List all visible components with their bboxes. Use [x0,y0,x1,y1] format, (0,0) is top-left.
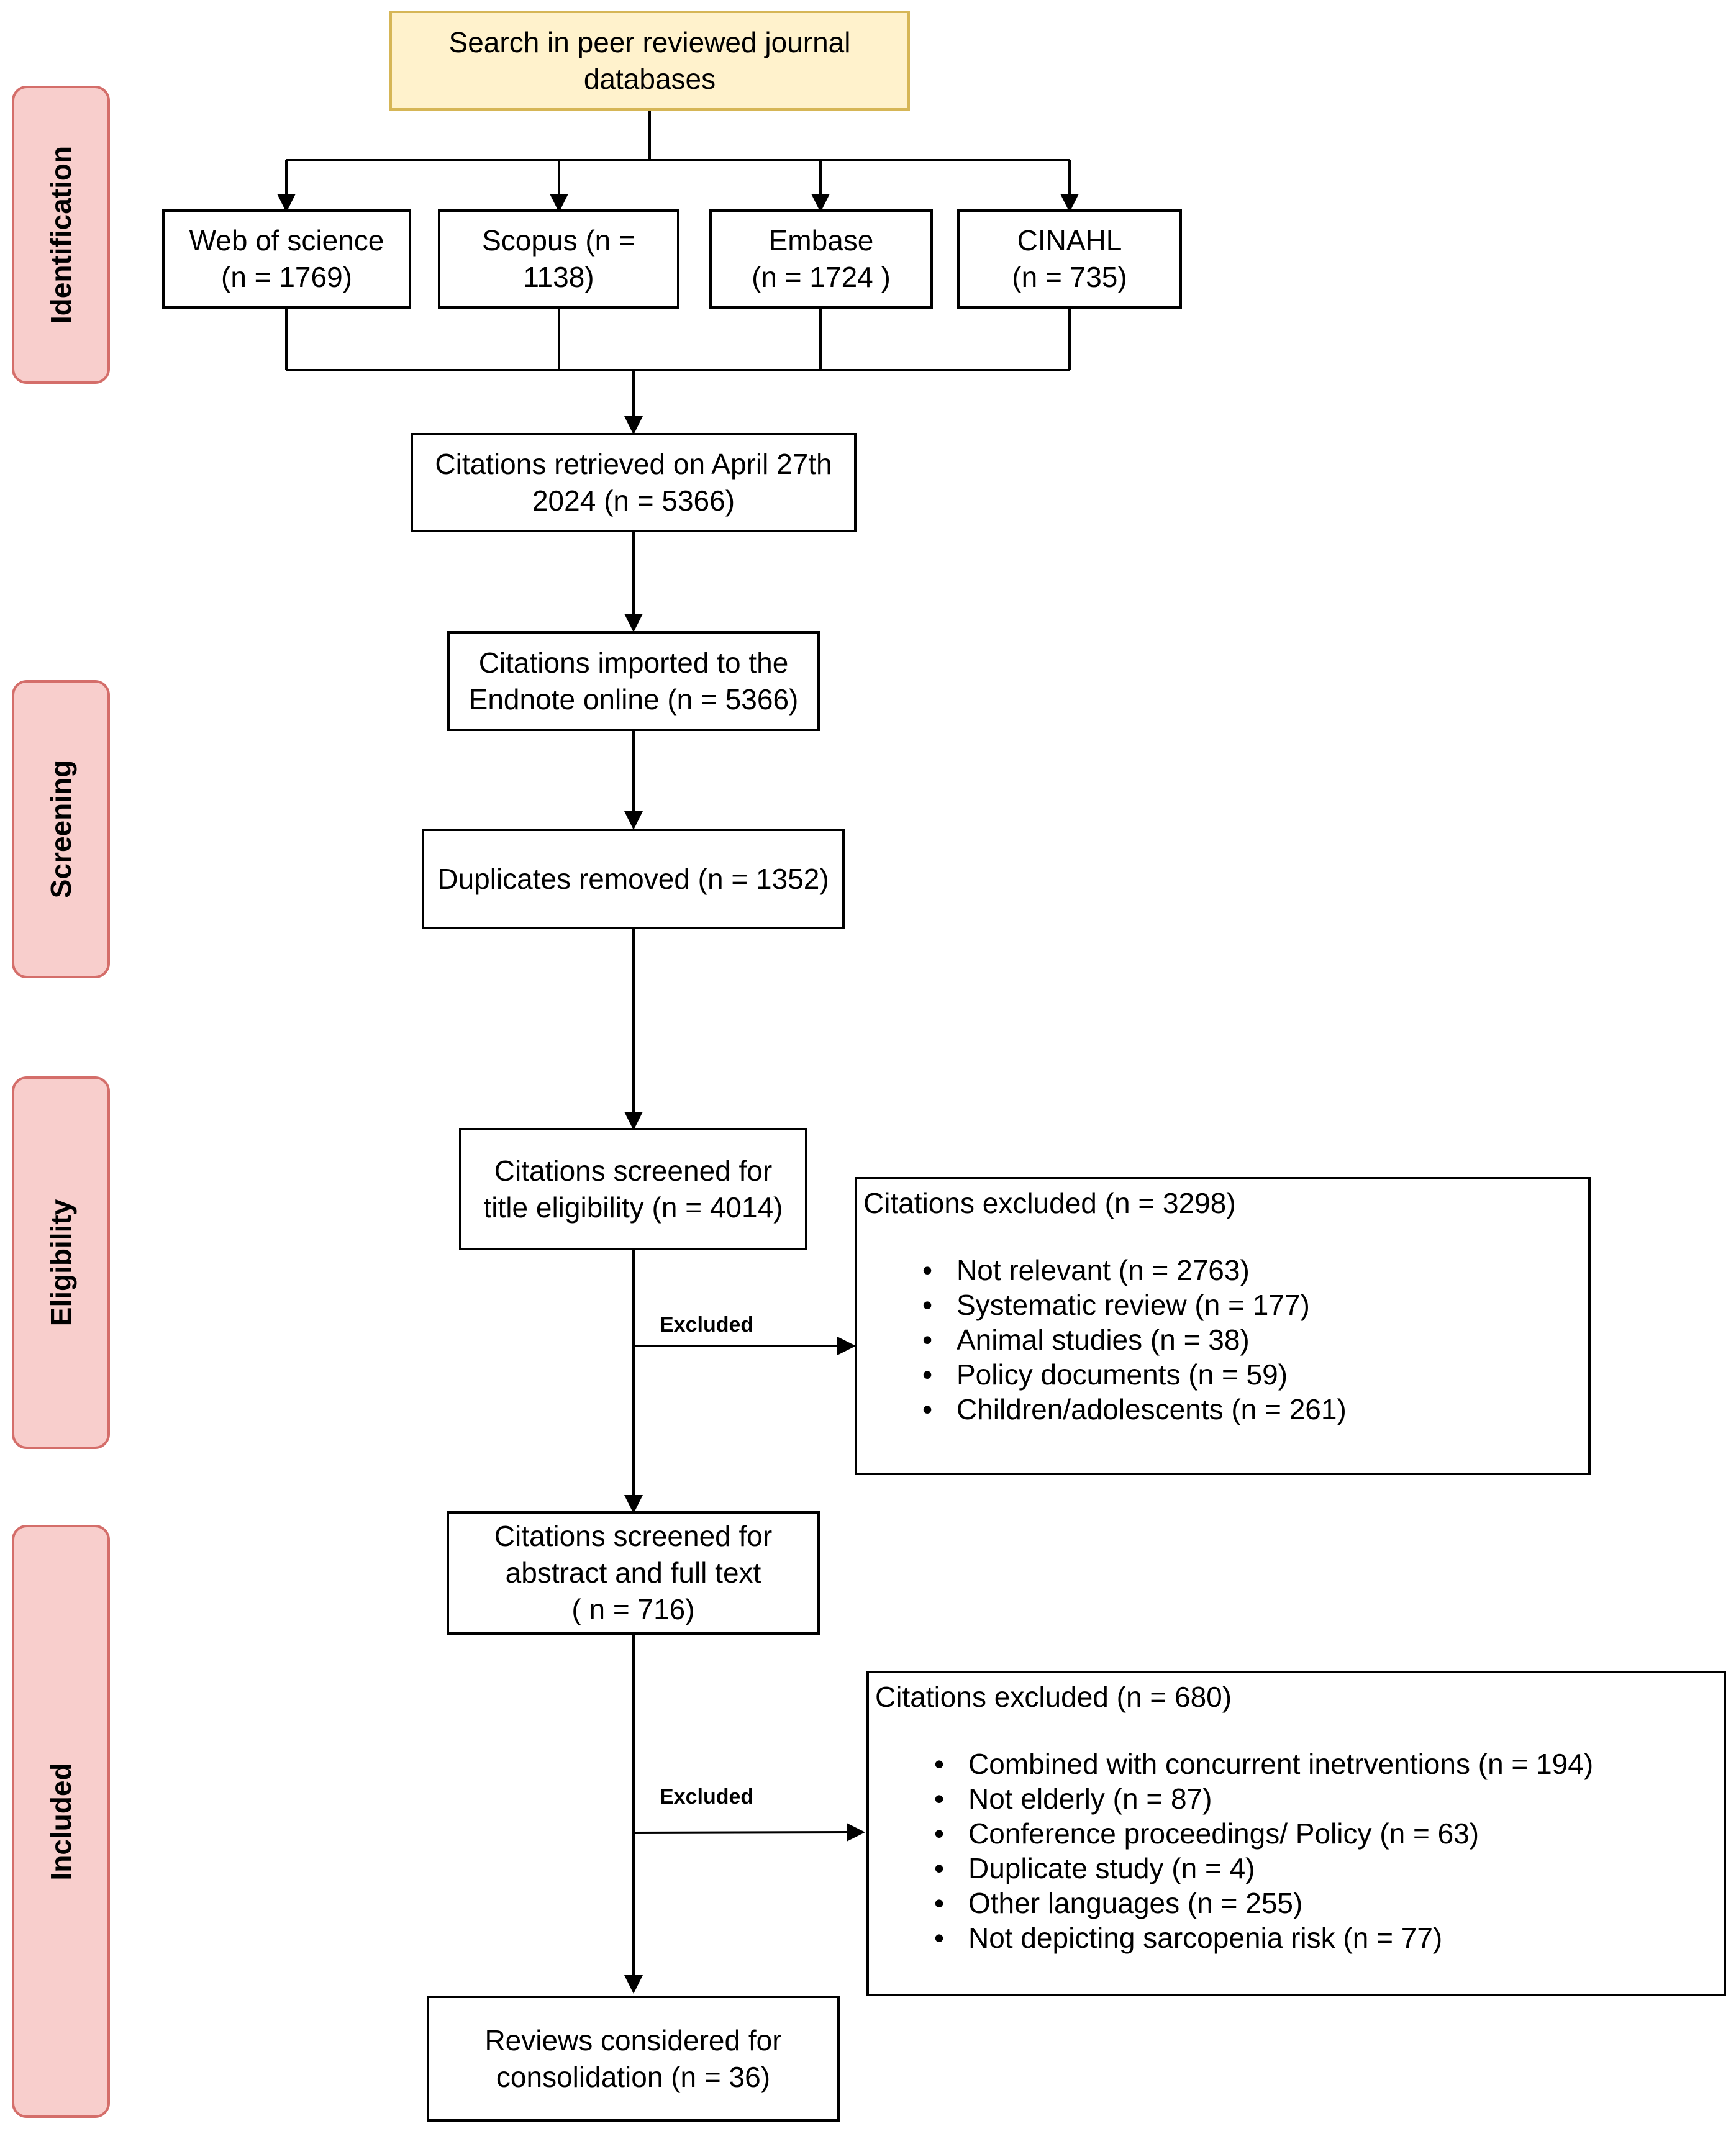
exclusion-2-list: Combined with concurrent inetrventions (… [875,1747,1724,1955]
exclusion-2-item: Other languages (n = 255) [934,1886,1724,1920]
duplicates-removed-box: Duplicates removed (n = 1352) [422,829,845,929]
embase-box: Embase (n = 1724 ) [709,209,933,309]
arrowhead-title-screen [624,1112,643,1130]
exclusion-box-2: Citations excluded (n = 680) Combined wi… [866,1671,1726,1996]
exclusion-1-item: Not relevant (n = 2763) [922,1253,1588,1288]
cinahl-box: CINAHL (n = 735) [957,209,1182,309]
arrowhead-wos [277,194,296,212]
exclusion-1-item: Systematic review (n = 177) [922,1288,1588,1322]
excluded-label-1: Excluded [660,1313,754,1337]
exclusion-box-1: Citations excluded (n = 3298) Not releva… [855,1177,1591,1475]
exclusion-2-item: Duplicate study (n = 4) [934,1851,1724,1886]
exclusion-1-list: Not relevant (n = 2763) Systematic revie… [863,1253,1588,1427]
citations-imported-box: Citations imported to the Endnote online… [447,631,820,731]
arrowhead-duplicates [624,811,643,830]
arrowhead-scopus [550,194,568,212]
line-exclusion-2 [633,1831,848,1834]
arrowhead-final [624,1975,643,1994]
phase-eligibility: Eligibility [12,1076,110,1449]
exclusion-1-item: Animal studies (n = 38) [922,1322,1588,1357]
final-reviews-box: Reviews considered for consolidation (n … [427,1996,840,2122]
phase-identification-label: Identification [45,145,77,324]
citations-retrieved-box: Citations retrieved on April 27th 2024 (… [411,433,857,532]
exclusion-1-item: Policy documents (n = 59) [922,1357,1588,1392]
phase-screening: Screening [12,680,110,978]
abstract-screening-box: Citations screened for abstract and full… [447,1511,820,1635]
exclusion-1-item: Children/adolescents (n = 261) [922,1392,1588,1427]
search-databases-box: Search in peer reviewed journal database… [389,11,910,111]
title-screening-box: Citations screened for title eligibility… [459,1128,807,1250]
arrowhead-imported [624,614,643,632]
phase-included: Included [12,1525,110,2118]
web-of-science-box: Web of science (n = 1769) [162,209,411,309]
arrowhead-abstract-screen [624,1495,643,1514]
arrowhead-exclusion-2 [847,1823,865,1842]
phase-eligibility-label: Eligibility [45,1199,77,1327]
excluded-label-2: Excluded [660,1785,754,1809]
arrowhead-retrieved [624,416,643,435]
phase-included-label: Included [45,1762,77,1881]
exclusion-2-title: Citations excluded (n = 680) [875,1681,1232,1713]
exclusion-1-title: Citations excluded (n = 3298) [863,1187,1236,1219]
scopus-box: Scopus (n = 1138) [438,209,679,309]
phase-identification: Identification [12,86,110,384]
arrowhead-exclusion-1 [837,1337,856,1355]
exclusion-2-item: Not depicting sarcopenia risk (n = 77) [934,1920,1724,1955]
exclusion-2-item: Conference proceedings/ Policy (n = 63) [934,1816,1724,1851]
exclusion-2-item: Not elderly (n = 87) [934,1781,1724,1816]
phase-screening-label: Screening [45,760,77,899]
arrowhead-embase [811,194,830,212]
exclusion-2-item: Combined with concurrent inetrventions (… [934,1747,1724,1781]
arrowhead-cinahl [1060,194,1079,212]
